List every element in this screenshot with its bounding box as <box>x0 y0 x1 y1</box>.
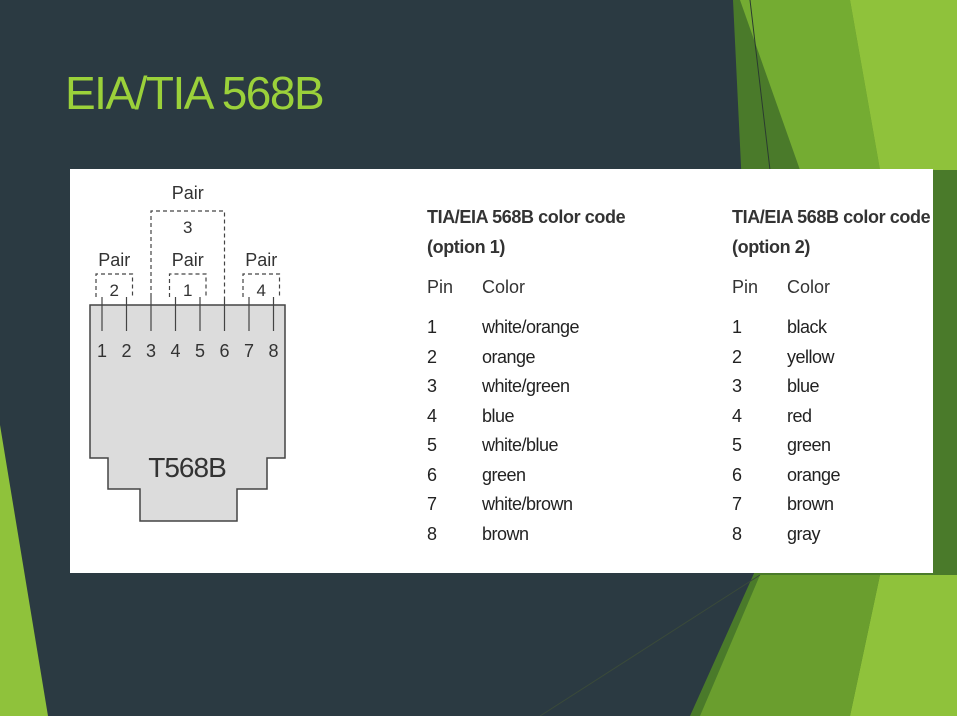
color-header: Color <box>787 277 831 297</box>
pin-lines <box>101 297 275 331</box>
pin-number: 3 <box>732 376 742 396</box>
pair-bracket <box>150 210 226 297</box>
pin-number-label: 3 <box>146 341 156 361</box>
table-subtitle: (option 2) <box>732 237 810 257</box>
right-light-green-facet <box>850 0 957 170</box>
table-row: 5 white/blue <box>427 435 627 464</box>
table-row: 2 orange <box>427 347 627 376</box>
pair-number: 3 <box>183 218 192 237</box>
pin-number: 4 <box>732 405 742 426</box>
right-light-green-facet-bottom <box>850 575 957 716</box>
pin-number-label: 4 <box>170 341 180 361</box>
wire-color: white/blue <box>482 435 559 455</box>
right-green-facet-top <box>740 0 880 170</box>
table-row: 4 red <box>732 406 932 435</box>
pair-word: Pair <box>172 183 204 203</box>
wire-color: green <box>482 464 526 485</box>
table-row: 7 white/brown <box>427 494 627 523</box>
pair-word: Pair <box>172 250 204 270</box>
table-row: 3 blue <box>732 376 932 405</box>
pin-number: 5 <box>732 435 742 455</box>
table-row: 5 green <box>732 435 932 464</box>
pair-number: 1 <box>183 281 192 300</box>
table-row: 6 orange <box>732 465 932 494</box>
pair-bracket <box>95 273 134 297</box>
pin-number-label: 6 <box>219 341 229 361</box>
wire-color: red <box>787 405 812 426</box>
pin-number: 2 <box>732 346 742 367</box>
table-row: 7 brown <box>732 494 932 523</box>
slide-title: EIA/TIA 568B <box>65 67 325 119</box>
pin-number: 1 <box>732 317 742 337</box>
pin-header: Pin <box>732 277 759 297</box>
wire-color: orange <box>482 346 536 367</box>
color-header: Color <box>482 277 526 297</box>
wire-color: green <box>787 435 831 455</box>
pair-brackets <box>95 210 281 297</box>
pin-number: 7 <box>427 494 437 514</box>
pin-number: 4 <box>427 405 437 426</box>
wire-color: orange <box>787 464 841 485</box>
wire-color: gray <box>787 523 821 544</box>
facet-line <box>749 0 771 171</box>
wire-color: white/brown <box>482 494 573 514</box>
wire-color: blue <box>482 405 515 426</box>
pin-number: 1 <box>427 317 437 337</box>
pair-number: 4 <box>257 281 266 300</box>
table-title: TIA/EIA 568B color code <box>732 207 931 227</box>
pin-number: 5 <box>427 435 437 455</box>
table-row: 4 blue <box>427 406 627 435</box>
pair-word: Pair <box>98 250 130 270</box>
table-row: 1 white/orange <box>427 317 627 346</box>
wire-color: white/orange <box>482 317 580 337</box>
pin-number-label: 5 <box>195 341 205 361</box>
connector-body <box>89 304 286 522</box>
pin-number: 2 <box>427 346 437 367</box>
pair-word: Pair <box>245 250 277 270</box>
pair-bracket <box>168 273 207 297</box>
pin-number: 6 <box>732 464 742 485</box>
pin-number-label: 8 <box>268 341 278 361</box>
pin-number-label: 2 <box>121 341 131 361</box>
table-row: 8 brown <box>427 524 627 553</box>
wire-color: brown <box>482 523 529 544</box>
pair-bracket <box>242 273 281 297</box>
wire-color: brown <box>787 494 834 514</box>
connector-label: T568B <box>148 452 226 483</box>
table-row: 8 gray <box>732 524 932 553</box>
wire-color: blue <box>787 376 820 396</box>
left-green-facet <box>0 425 48 716</box>
table-subtitle: (option 1) <box>427 237 505 257</box>
pin-number: 8 <box>427 523 437 544</box>
wire-color: black <box>787 317 827 337</box>
pair-number: 2 <box>110 281 119 300</box>
pin-number: 3 <box>427 376 437 396</box>
table-row: 6 green <box>427 465 627 494</box>
table-row: 2 yellow <box>732 347 932 376</box>
table-title: TIA/EIA 568B color code <box>427 207 626 227</box>
pin-number-label: 7 <box>244 341 254 361</box>
pin-number: 6 <box>427 464 437 485</box>
pin-header: Pin <box>427 277 454 297</box>
pin-number: 8 <box>732 523 742 544</box>
facet-line-bottom <box>539 574 761 716</box>
right-mid-green-facet-bottom <box>700 575 880 716</box>
pin-number: 7 <box>732 494 742 514</box>
table-row: 3 white/green <box>427 376 627 405</box>
wire-color: yellow <box>787 346 835 367</box>
wire-color: white/green <box>482 376 570 396</box>
pin-number-label: 1 <box>97 341 107 361</box>
table-row: 1 black <box>732 317 932 346</box>
